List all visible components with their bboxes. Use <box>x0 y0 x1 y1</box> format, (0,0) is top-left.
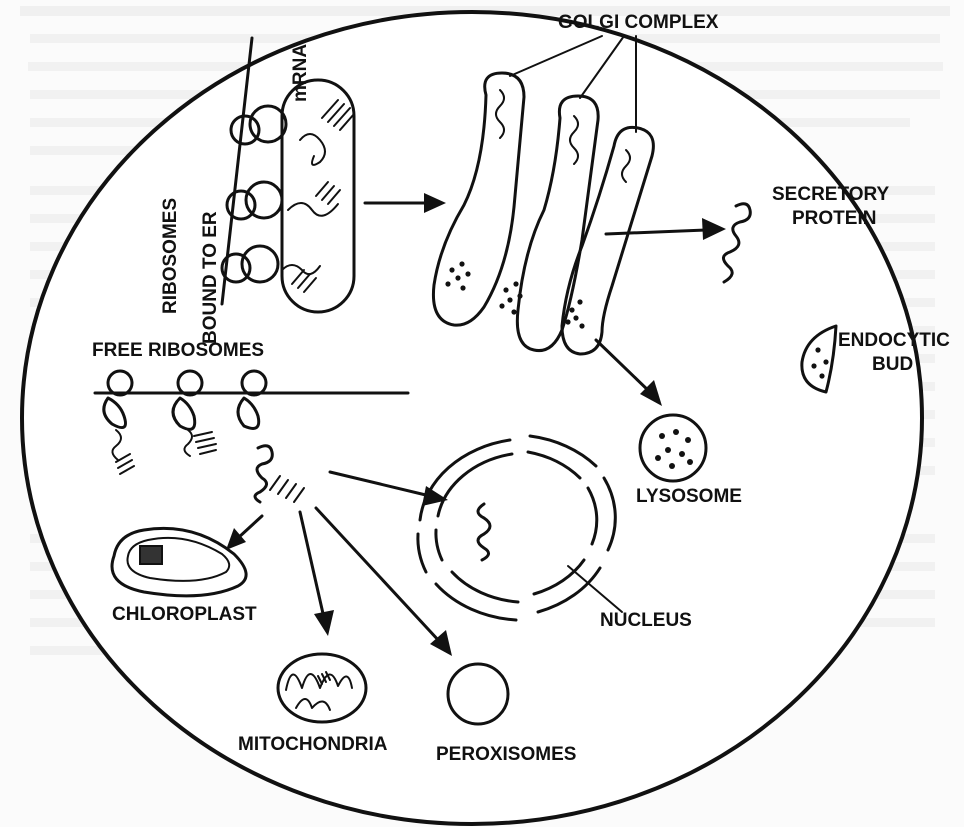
cell-membrane <box>22 12 922 824</box>
label-free-ribosomes: FREE RIBOSOMES <box>92 340 264 361</box>
label-mrna: mRNA <box>290 44 311 102</box>
label-chloroplast: CHLOROPLAST <box>112 604 257 625</box>
label-lysosome: LYSOSOME <box>636 486 742 507</box>
label-peroxisomes: PEROXISOMES <box>436 744 576 765</box>
label-endocytic-line1: ENDOCYTIC <box>838 330 950 351</box>
label-endocytic-line2: BUD <box>872 354 913 375</box>
label-mitochondria: MITOCHONDRIA <box>238 734 388 755</box>
label-ribosomes-er-line2: BOUND TO ER <box>200 211 221 344</box>
label-secretory-line1: SECRETORY <box>772 184 890 205</box>
label-ribosomes-er-line1: RIBOSOMES <box>160 198 181 314</box>
label-golgi: GOLGI COMPLEX <box>558 12 719 33</box>
label-secretory-line2: PROTEIN <box>792 208 876 229</box>
label-nucleus: NUCLEUS <box>600 610 692 631</box>
